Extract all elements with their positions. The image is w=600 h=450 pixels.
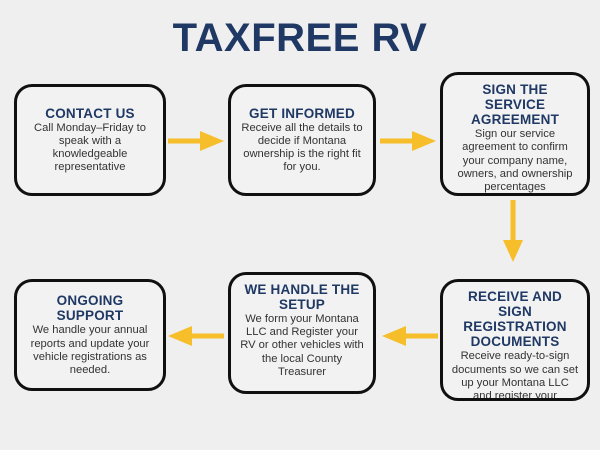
- flow-step-sign-the-service-agreement: SIGN THE SERVICE AGREEMENT Sign our serv…: [440, 72, 590, 196]
- flow-step-title: SIGN THE SERVICE AGREEMENT: [470, 82, 560, 128]
- page-title: TAXFREE RV: [172, 16, 428, 60]
- arrow-left-icon: [382, 323, 438, 349]
- flow-step-title: ONGOING SUPPORT: [56, 293, 124, 324]
- flow-step-title: RECEIVE AND SIGN REGISTRATION DOCUMENTS: [463, 289, 567, 350]
- arrow-right-icon: [168, 128, 224, 154]
- flow-step-receive-and-sign-registration-documents: RECEIVE AND SIGN REGISTRATION DOCUMENTS …: [440, 279, 590, 401]
- flow-step-body: We form your Montana LLC and Register yo…: [240, 313, 364, 378]
- arrow-down-icon: [500, 200, 526, 262]
- flow-step-title: CONTACT US: [45, 105, 135, 121]
- flow-step-title: GET INFORMED: [249, 105, 355, 121]
- flow-step-title: WE HANDLE THE SETUP: [244, 282, 360, 313]
- arrow-left-icon: [168, 323, 224, 349]
- flow-step-body: Call Monday–Friday to speak with a knowl…: [34, 121, 146, 174]
- flow-step-get-informed: GET INFORMED Receive all the details to …: [228, 84, 376, 196]
- flow-step-body: Receive all the details to decide if Mon…: [241, 121, 363, 174]
- flow-step-body: We handle your annual reports and update…: [30, 324, 150, 376]
- flow-step-body: Sign our service agreement to confirm yo…: [457, 128, 573, 193]
- flow-step-contact-us: CONTACT US Call Monday–Friday to speak w…: [14, 84, 166, 196]
- arrow-right-icon: [380, 128, 436, 154]
- flow-step-we-handle-the-setup: WE HANDLE THE SETUP We form your Montana…: [228, 272, 376, 394]
- flow-step-body: Receive ready-to-sign documents so we ca…: [451, 350, 579, 401]
- flow-step-ongoing-support: ONGOING SUPPORT We handle your annual re…: [14, 279, 166, 391]
